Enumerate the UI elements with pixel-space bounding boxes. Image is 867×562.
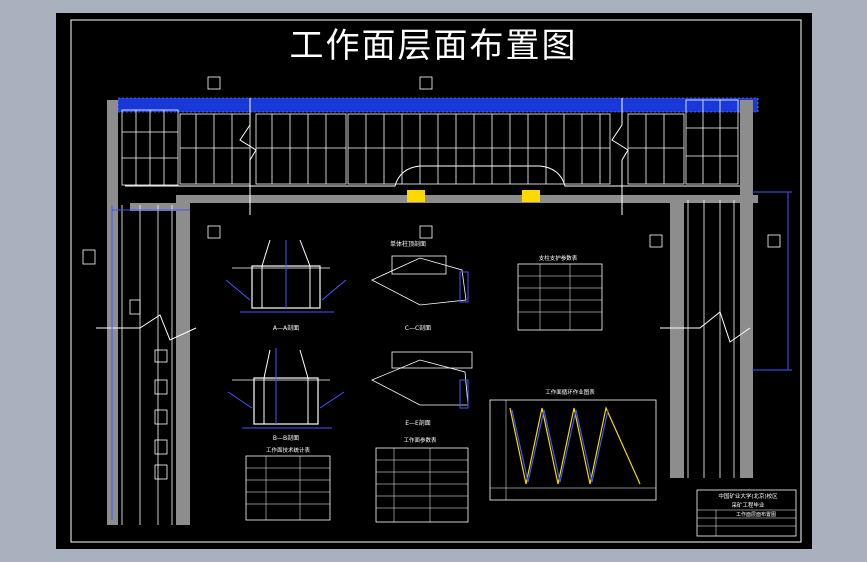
section-a-a: A—A剖面	[225, 239, 347, 332]
section-e-e-label: E—E剖面	[405, 419, 431, 427]
pillar-marker-right	[522, 190, 540, 202]
params-table-title: 工作面参数表	[403, 436, 437, 444]
section-a-a-label: A—A剖面	[273, 324, 299, 332]
left-roadway-supports	[121, 205, 173, 525]
roof-seam-band	[117, 97, 759, 113]
section-hinge: 单体柱顶剖面 C—C剖面	[371, 240, 469, 332]
drawing-title: 工作面层面布置图	[289, 26, 578, 66]
support-table: 支柱支护参数表	[517, 254, 603, 331]
section-e-e: E—E剖面	[371, 351, 473, 427]
stats-table-title: 工作面技术统计表	[266, 446, 311, 454]
stats-table: 工作面技术统计表	[245, 446, 331, 521]
section-hinge-label: 单体柱顶剖面	[390, 240, 426, 248]
section-markers	[82, 76, 781, 265]
title-block-drawing-name: 工作面层面布置图	[736, 511, 776, 518]
title-block-school: 中国矿业大学(北京)校区	[718, 492, 778, 500]
roadway-walls	[107, 100, 758, 525]
pillar-marker-left	[407, 190, 425, 202]
conveyor-line	[125, 165, 740, 187]
break-lines	[96, 98, 751, 343]
right-roadway-supports	[687, 200, 735, 478]
hydraulic-support-grid	[121, 99, 739, 186]
title-block: 中国矿业大学(北京)校区 采矿工程毕业 工作面层面布置图	[696, 489, 797, 537]
section-b-b-label: B—B剖面	[273, 434, 299, 442]
inner-border	[70, 19, 802, 543]
cycle-chart: 工作面循环作业图表	[489, 388, 657, 501]
support-table-title: 支柱支护参数表	[539, 254, 578, 262]
title-block-project: 采矿工程毕业	[731, 501, 765, 509]
params-table: 工作面参数表	[375, 436, 469, 523]
cycle-chart-title: 工作面循环作业图表	[545, 388, 595, 396]
section-c-c-label: C—C剖面	[405, 324, 431, 332]
section-b-b: B—B剖面	[227, 348, 345, 442]
left-roadway-dimension	[111, 205, 190, 520]
right-roadway-dimension	[752, 191, 792, 371]
